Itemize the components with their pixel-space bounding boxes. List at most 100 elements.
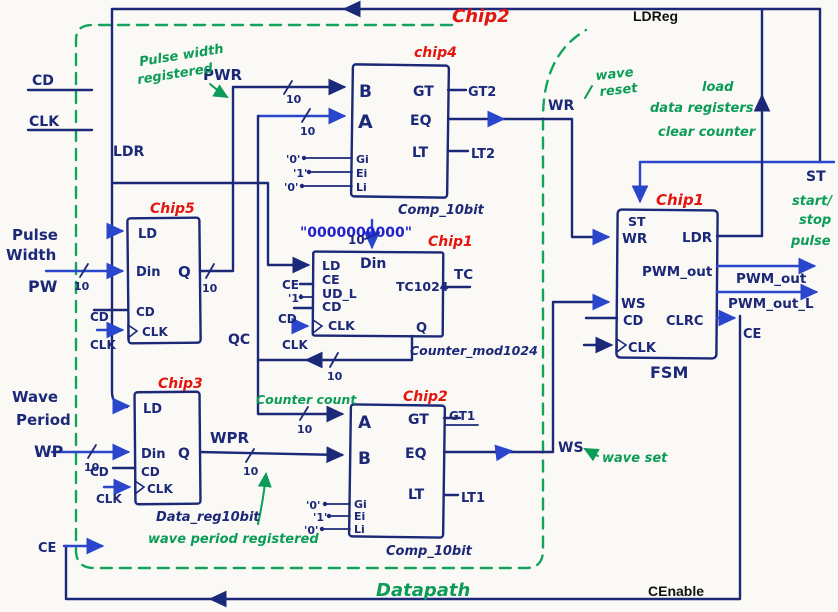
- fsm-pin-st: ST: [628, 214, 646, 229]
- label-wp: WP: [34, 442, 64, 461]
- chip3-pin-clk: CLK: [147, 482, 173, 496]
- label-lt1: LT1: [461, 491, 485, 506]
- chip3-pin-cd: CD: [141, 465, 160, 479]
- label-pwr: PWR: [203, 66, 243, 84]
- chip5-pin-din: Din: [136, 265, 161, 280]
- chip2-caption: Comp_10bit: [386, 544, 473, 559]
- label-const0-li4: '0': [284, 181, 298, 194]
- label-gt2: GT2: [468, 85, 496, 100]
- arrow-pulse-width-registered: [209, 83, 229, 99]
- chip3-clk-triangle: [134, 479, 146, 496]
- wire-qc-to-chip2a: [256, 358, 345, 423]
- label-pwm-out-l: PWM_out_L: [728, 296, 814, 312]
- counter-pin-ld: LD: [322, 258, 340, 273]
- chip4-pin-gi: Gi: [356, 153, 369, 166]
- chip2-tag: Chip2: [403, 389, 448, 405]
- label-ws: WS: [558, 440, 584, 456]
- arrow-wave-period-registered: [257, 472, 272, 525]
- chip3-pin-ld: LD: [143, 402, 162, 417]
- note-start-2: stop: [799, 213, 831, 228]
- label-ce-right: CE: [743, 327, 761, 342]
- chip3-tag: Chip3: [158, 376, 203, 392]
- bus-slash-wp: [87, 444, 97, 459]
- bus10-chip2a: 10: [297, 423, 313, 436]
- fsm-pin-clk: CLK: [628, 341, 657, 356]
- label-pulse: Pulse: [12, 226, 58, 244]
- chip5-pin-ld: LD: [138, 227, 157, 242]
- label-const0-gi2: '0': [306, 499, 320, 512]
- fsm-pin-clrc: CLRC: [666, 314, 703, 329]
- wire-pwr: [198, 78, 347, 273]
- fsm-pin-ws: WS: [621, 296, 646, 312]
- counter-pin-clk: CLK: [328, 318, 356, 333]
- arrow-wave-set: [583, 448, 600, 462]
- bus10-chip4a: 10: [300, 125, 316, 138]
- chip3-box: [133, 390, 202, 506]
- bus-slash-chip4-a: [301, 108, 311, 123]
- fsm-pin-pwm-out: PWM_out: [642, 264, 713, 280]
- fsm-pin-wr: WR: [622, 231, 648, 247]
- counter-chip-tag: Chip1: [428, 234, 473, 250]
- bus-slash-counter-din: [364, 232, 380, 240]
- chip4-pin-a: A: [358, 111, 373, 133]
- bus-slash-q-return: [329, 352, 339, 368]
- chip2-pin-lt: LT: [408, 487, 425, 503]
- label-cd-chip3: CD: [90, 465, 109, 479]
- bus-slash-pwr: [283, 80, 293, 95]
- fsm-chip-tag: Chip1: [656, 191, 704, 209]
- label-period: Period: [16, 411, 71, 429]
- chip2-pin-gt: GT: [408, 412, 429, 428]
- fsm-pin-cd: CD: [623, 314, 644, 329]
- wire-ws-mid-arrow: [494, 444, 514, 462]
- chip4-caption: Comp_10bit: [398, 203, 485, 218]
- bus-slash-chip2-a: [299, 406, 309, 421]
- chip4-pin-b: B: [359, 82, 372, 102]
- note-wave-period-registered: wave period registered: [148, 532, 319, 547]
- chip5-pin-clk: CLK: [142, 325, 168, 339]
- chip5-box: [126, 216, 202, 345]
- chip2-pin-a: A: [358, 413, 372, 433]
- label-wave: Wave: [12, 388, 58, 406]
- chip2-pin-li: Li: [354, 523, 365, 536]
- label-tc: TC: [454, 267, 473, 283]
- chip4-pin-ei: Ei: [356, 167, 367, 180]
- chip3-pin-q: Q: [178, 446, 190, 462]
- label-const1-ei2: '1': [313, 511, 327, 524]
- label-ldr: LDR: [113, 144, 145, 160]
- note-wave-reset-1: wave: [595, 65, 635, 84]
- note-load-3: clear counter: [658, 125, 757, 140]
- label-width: Width: [6, 246, 56, 264]
- label-ce-left: CE: [38, 541, 56, 556]
- counter-caption: Counter_mod1024: [410, 343, 538, 359]
- label-one-counter: '1': [288, 292, 302, 305]
- bus-slash-pw: [79, 263, 89, 278]
- label-wpr: WPR: [210, 429, 250, 447]
- label-const0-gi4: '0': [286, 153, 300, 166]
- wire-cenable-return: [64, 314, 742, 601]
- chip2-pin-gi: Gi: [354, 498, 367, 511]
- label-cd-top: CD: [32, 73, 54, 89]
- chip3-caption: Data_reg10bit: [156, 510, 260, 525]
- chip4-pin-eq: EQ: [410, 113, 432, 129]
- bus-slash-wpr: [245, 448, 255, 463]
- chip4-pin-gt: GT: [413, 84, 434, 100]
- label-clk-chip5: CLK: [90, 338, 116, 352]
- counter-box: [311, 250, 445, 338]
- wire-chip4-eq-wr: [446, 117, 611, 246]
- label-din-constant: "0000000000": [300, 225, 412, 241]
- wire-wpr: [198, 446, 345, 464]
- ldreg-typed-label: LDReg: [633, 8, 678, 24]
- label-const1-ei4: '1': [293, 167, 307, 180]
- chip5-pin-cd: CD: [136, 305, 155, 319]
- note-load-2: data registers: [650, 101, 754, 116]
- outer-chip-tag: Chip2: [452, 6, 510, 27]
- chip4-pin-lt: LT: [412, 145, 429, 161]
- chip2-pin-b: B: [358, 449, 371, 469]
- datapath-dashed-boundary: [74, 23, 588, 570]
- label-pw: PW: [28, 277, 58, 296]
- chip4-tag: chip4: [414, 45, 457, 61]
- bus10-din: 10: [348, 233, 365, 247]
- chip2-pin-eq: EQ: [405, 446, 427, 462]
- counter-pin-udl: UD_L: [322, 286, 357, 302]
